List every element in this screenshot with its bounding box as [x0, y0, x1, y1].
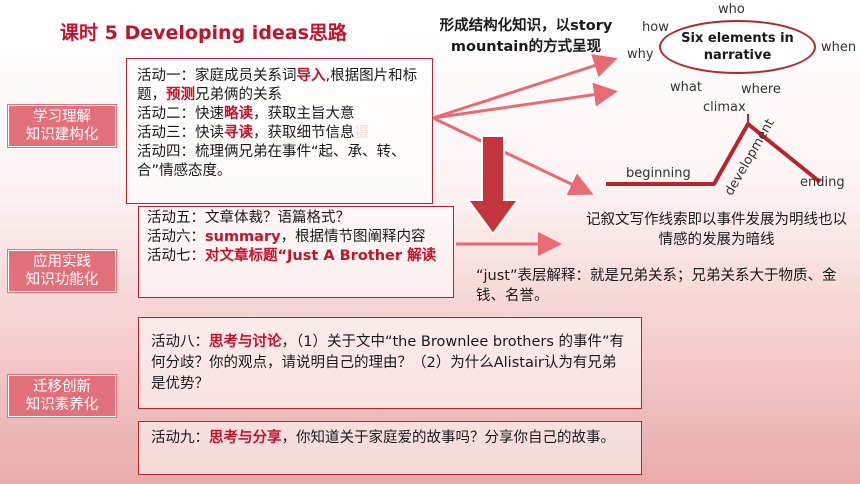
side-label-line: 学习理解	[33, 109, 91, 125]
activity-highlight: 思考与讨论	[209, 334, 282, 350]
side-label-innovation: 迁移创新知识素养化	[8, 375, 116, 417]
activity-highlight: 寻读	[224, 125, 253, 141]
activity-4: 活动四：梳理俩兄弟在事件“起、承、转、合”情感态度。	[137, 144, 406, 179]
activity-text: ，获取主旨大意	[253, 106, 355, 122]
just-explanation-text: “just”表层解释：就是兄弟关系；兄弟关系大于物质、金钱、名誉。	[476, 268, 837, 304]
activity-box-4: 活动九：思考与分享，你知道关于家庭爱的故事吗？分享你自己的故事。	[138, 421, 642, 475]
side-label-line: 知识建构化	[25, 127, 99, 143]
activity-2: 活动二：快速略读，获取主旨大意	[137, 105, 422, 124]
activity-faint-text: 摄	[354, 125, 370, 141]
activity-6: 活动六：summary，根据情节图阐释内容	[147, 228, 445, 247]
activity-5: 活动五：文章体裁？语篇格式？	[147, 210, 350, 226]
activity-text: 活动七：	[147, 248, 205, 264]
element-where: where	[741, 82, 781, 97]
mountain-climax: climax	[703, 100, 746, 115]
side-label-understanding: 学习理解知识建构化	[8, 105, 116, 147]
side-label-line: 知识功能化	[25, 272, 99, 288]
arrow-to-mountain	[432, 116, 594, 196]
activity-highlight: 略读	[224, 106, 253, 122]
activity-box-2: 活动五：文章体裁？语篇格式？ 活动六：summary，根据情节图阐释内容 活动七…	[138, 206, 454, 298]
story-mountain-line	[606, 122, 822, 186]
activity-highlight: 思考与分享	[209, 430, 282, 446]
six-elements-ellipse: Six elements in narrative	[659, 20, 816, 74]
activity-text: 活动八：	[151, 334, 209, 350]
activity-box-1: 活动一：家庭成员关系词导入,根据图片和标题，预测兄弟俩的关系 活动二：快速略读，…	[126, 58, 433, 204]
activity-1: 活动一：家庭成员关系词导入,根据图片和标题，预测兄弟俩的关系	[137, 67, 422, 105]
activity-text: ，你知道关于家庭爱的故事吗？分享你自己的故事。	[281, 430, 616, 446]
activity-text: 兄弟俩的关系	[195, 87, 282, 103]
six-elements-label: Six elements in narrative	[681, 31, 794, 63]
mountain-beginning: beginning	[626, 166, 691, 181]
structure-heading: 形成结构化知识，以story mountain的方式呈现	[439, 18, 613, 55]
element-when: when	[821, 40, 857, 55]
activity-text: 活动二：快速	[137, 106, 224, 122]
narrative-clue-text: 记叙文写作线索即以事件发展为明线也以情感的发展为暗线	[586, 212, 847, 248]
element-who: who	[718, 2, 745, 17]
activity-text: 活动六：	[147, 229, 205, 245]
activity-text: ，根据情节图阐释内容	[280, 229, 426, 245]
element-how: how	[642, 20, 669, 35]
side-label-line: 知识素养化	[25, 397, 99, 413]
arrow-to-heading	[432, 54, 618, 120]
side-label-line: 迁移创新	[33, 379, 91, 395]
activity-text: ，（1）关于文中“the Brownlee brothers 的事件”有何分歧？…	[151, 334, 625, 392]
page-title: 课时 5 Developing ideas思路	[60, 22, 347, 44]
mountain-ending: ending	[800, 175, 845, 190]
side-label-line: 应用实践	[33, 254, 91, 270]
activity-7: 活动七：对文章标题“Just A Brother 解读	[147, 247, 445, 266]
arrow-to-elements	[432, 82, 618, 120]
activity-3: 活动三：快读寻读，获取细节信息摄	[137, 124, 422, 143]
activity-box-3: 活动八：思考与讨论，（1）关于文中“the Brownlee brothers …	[138, 317, 642, 409]
side-label-application: 应用实践知识功能化	[8, 250, 116, 292]
activity-text: 活动三：快读	[137, 125, 224, 141]
activity-text: 活动九：	[151, 430, 209, 446]
activity-highlight: summary	[205, 229, 281, 245]
activity-text: 活动一：家庭成员关系词	[137, 68, 297, 84]
activity-highlight: 对文章标题“Just A Brother 解读	[205, 248, 437, 264]
activity-highlight: 导入	[296, 68, 326, 84]
element-what: what	[670, 80, 702, 95]
activity-text: ，获取细节信息	[253, 125, 355, 141]
element-why: why	[627, 47, 654, 62]
activity-text: ,根据图片和标题，	[137, 68, 418, 103]
down-arrow-icon	[466, 135, 520, 236]
activity-highlight: 预测	[166, 87, 195, 103]
